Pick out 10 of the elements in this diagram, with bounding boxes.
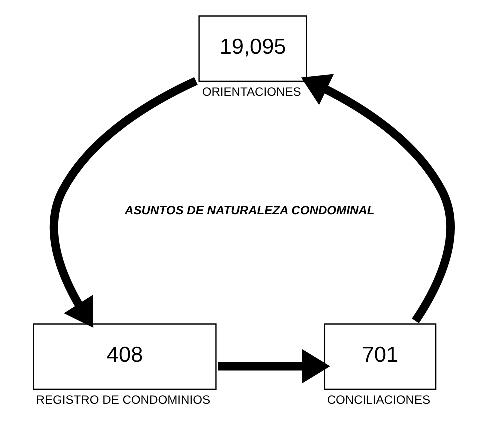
node-box: 19,095: [198, 16, 307, 82]
arrow: [49, 77, 198, 328]
node-label: ORIENTACIONES: [202, 84, 301, 99]
arrow: [218, 349, 330, 384]
node-box: 408: [32, 324, 216, 390]
label: ASUNTOS DE NATURALEZA CONDOMINAL: [124, 203, 374, 218]
node-label: REGISTRO DE CONDOMINIOS: [36, 392, 210, 407]
node-label: CONCILIACIONES: [326, 392, 430, 407]
arrow: [300, 74, 454, 324]
node-box: 701: [324, 324, 436, 390]
